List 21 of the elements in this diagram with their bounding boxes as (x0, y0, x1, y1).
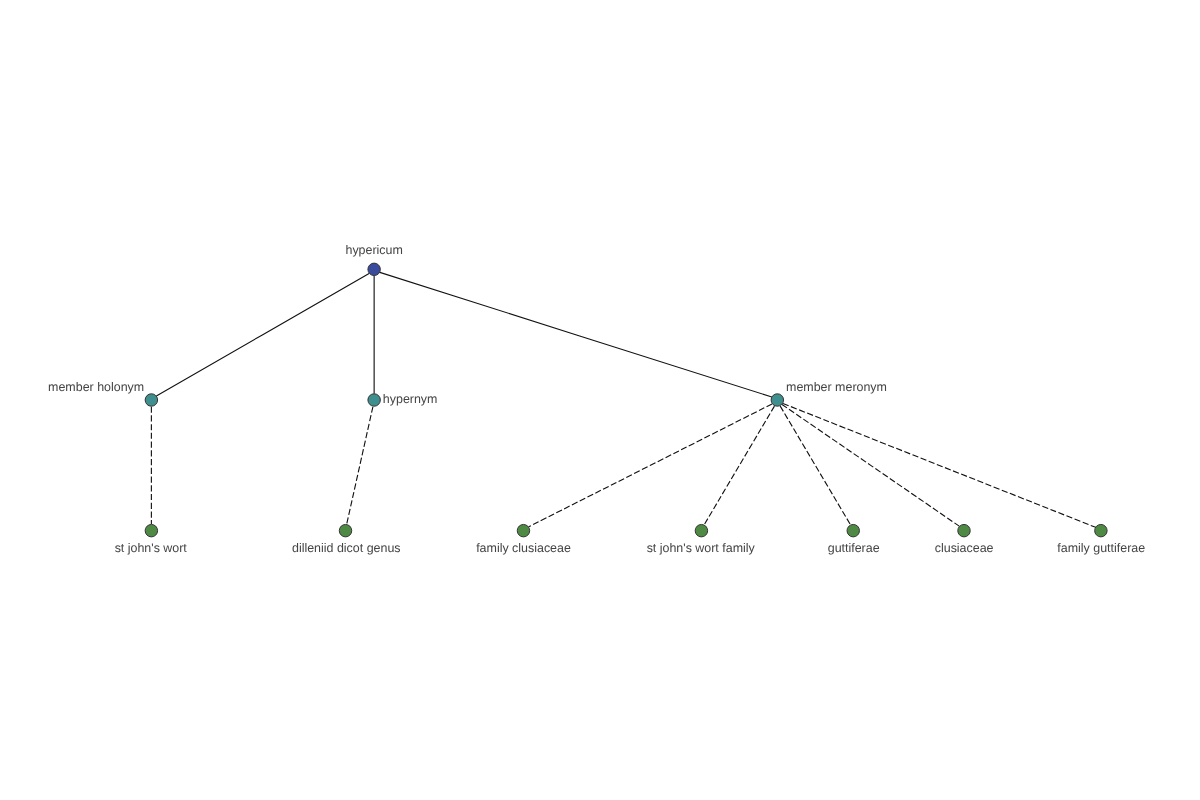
node-circle (144, 393, 159, 407)
node-circle (144, 523, 159, 538)
connector (155, 272, 370, 397)
connector (703, 405, 775, 526)
node-circle (770, 393, 785, 407)
connector (528, 403, 773, 528)
node-circle (957, 523, 971, 538)
connector (150, 406, 152, 525)
node-circle (516, 523, 531, 538)
node-circle (367, 262, 381, 277)
connector (779, 405, 851, 526)
connector (379, 271, 773, 398)
connector (373, 275, 375, 394)
connector (781, 403, 960, 527)
connector (782, 402, 1097, 528)
connector (346, 406, 374, 525)
node-circle (846, 523, 860, 538)
node-circle (338, 523, 353, 538)
node-circle (694, 523, 709, 538)
node-circle (1094, 523, 1108, 538)
node-circle (367, 393, 381, 407)
